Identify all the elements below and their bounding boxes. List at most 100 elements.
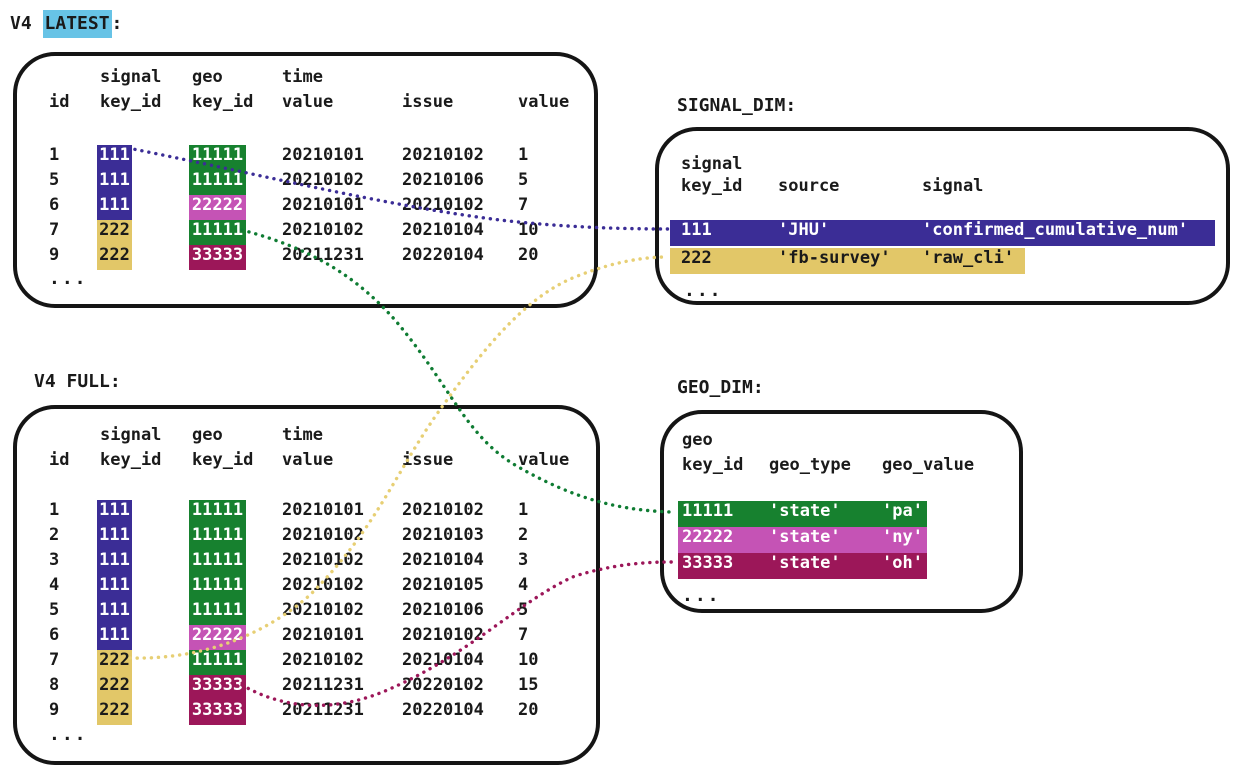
v4-latest-header-value: value <box>518 92 570 112</box>
v4-latest-cell: 20210104 <box>402 220 484 240</box>
v4-full-cell: 5 <box>518 600 529 620</box>
v4-latest-table: signal geo time id key_id key_id value i… <box>13 52 598 308</box>
v4-full-cell: 20210102 <box>282 525 364 545</box>
v4-latest-cell: 10 <box>518 220 539 240</box>
signal-dim-row-111: 111'JHU''confirmed_cumulative_num' <box>670 220 1215 246</box>
v4-latest-header-geo: geo <box>192 67 223 87</box>
v4-full-cell: 9 <box>49 700 60 720</box>
signal-key-cell-111: 111 <box>97 600 132 625</box>
signal-dim-table: signal key_id source signal 111'JHU''con… <box>655 127 1230 305</box>
v4-latest-header-signal: signal <box>100 67 162 87</box>
v4-latest-cell: 20 <box>518 245 539 265</box>
v4-full-cell: 6 <box>49 625 60 645</box>
signal-dim-header-signal-top: signal <box>681 154 743 174</box>
signal-key-cell-222: 222 <box>97 245 132 270</box>
v4-full-cell: 7 <box>49 650 60 670</box>
v4-full-cell: 10 <box>518 650 539 670</box>
v4-latest-header-time-value: value <box>282 92 334 112</box>
v4-full-cell: 1 <box>518 500 529 520</box>
signal-key-cell-111: 111 <box>97 145 132 170</box>
v4-latest-cell: 20210102 <box>402 145 484 165</box>
v4-full-cell: 15 <box>518 675 539 695</box>
geo-dim-geo-value-cell: 'ny' <box>882 527 923 547</box>
geo-key-cell-11111: 11111 <box>189 650 246 675</box>
signal-key-cell-111: 111 <box>97 550 132 575</box>
v4-full-cell: 3 <box>49 550 60 570</box>
v4-full-cell: 20210102 <box>282 600 364 620</box>
v4-latest-cell: 5 <box>49 170 60 190</box>
v4-full-cell: 20220102 <box>402 675 484 695</box>
signal-key-cell-111: 111 <box>97 525 132 550</box>
signal-key-cell-111: 111 <box>97 625 132 650</box>
v4-full-header-time-value: value <box>282 450 334 470</box>
geo-key-cell-22222: 22222 <box>189 625 246 650</box>
v4-full-cell: 1 <box>49 500 60 520</box>
v4-full-cell: 20210102 <box>402 500 484 520</box>
geo-dim-header-geo-type: geo_type <box>769 455 851 475</box>
v4-latest-title-colon: : <box>111 13 123 34</box>
v4-full-cell: 20211231 <box>282 675 364 695</box>
v4-latest-cell: 9 <box>49 245 60 265</box>
signal-dim-source-cell: 'JHU' <box>778 220 830 240</box>
v4-latest-title-highlight: LATEST <box>42 10 112 38</box>
v4-latest-cell: 20210102 <box>282 220 364 240</box>
signal-key-cell-111: 111 <box>97 170 132 195</box>
v4-latest-header-id: id <box>49 92 70 112</box>
signal-dim-header-signal: signal <box>922 176 984 196</box>
v4-full-cell: 20210102 <box>402 625 484 645</box>
signal-dim-row-222: 222'fb-survey''raw_cli' <box>670 248 1025 274</box>
v4-full-cell: 20210102 <box>282 650 364 670</box>
v4-full-header-signal-key-id: key_id <box>100 450 162 470</box>
v4-full-cell: 5 <box>49 600 60 620</box>
geo-dim-geo-type-cell: 'state' <box>769 553 841 573</box>
v4-latest-header-issue: issue <box>402 92 454 112</box>
v4-latest-cell: 20210101 <box>282 145 364 165</box>
v4-full-cell: 20210102 <box>282 575 364 595</box>
v4-latest-cell: 1 <box>49 145 60 165</box>
geo-dim-header-key-id: key_id <box>682 455 744 475</box>
v4-full-cell: 20210103 <box>402 525 484 545</box>
geo-key-cell-11111: 11111 <box>189 550 246 575</box>
geo-dim-geo-type-cell: 'state' <box>769 501 841 521</box>
geo-dim-geo-type-cell: 'state' <box>769 527 841 547</box>
signal-dim-header-key-id: key_id <box>681 176 743 196</box>
v4-full-header-issue: issue <box>402 450 454 470</box>
v4-full-cell: 20210106 <box>402 600 484 620</box>
v4-latest-cell: 20210102 <box>282 170 364 190</box>
signal-key-cell-222: 222 <box>97 700 132 725</box>
signal-key-cell-222: 222 <box>97 220 132 245</box>
geo-key-cell-22222: 22222 <box>189 195 246 220</box>
geo-dim-table: geo key_id geo_type geo_value 11111'stat… <box>660 410 1023 613</box>
v4-full-table: signal geo time id key_id key_id value i… <box>13 405 600 765</box>
v4-full-header-id: id <box>49 450 70 470</box>
signal-key-cell-111: 111 <box>97 575 132 600</box>
signal-dim-key-id-cell: 111 <box>681 220 712 240</box>
signal-key-cell-222: 222 <box>97 650 132 675</box>
geo-dim-row-11111: 11111'state''pa' <box>678 501 927 527</box>
v4-latest-cell: 5 <box>518 170 529 190</box>
v4-latest-title-prefix: V4 <box>10 13 43 34</box>
v4-latest-ellipsis: ... <box>49 268 88 289</box>
v4-full-cell: 2 <box>518 525 529 545</box>
geo-dim-header-geo-top: geo <box>682 430 713 450</box>
geo-dim-ellipsis: ... <box>682 585 721 606</box>
signal-key-cell-222: 222 <box>97 675 132 700</box>
geo-key-cell-33333: 33333 <box>189 675 246 700</box>
v4-latest-cell: 20211231 <box>282 245 364 265</box>
v4-full-cell: 3 <box>518 550 529 570</box>
v4-latest-cell: 20210102 <box>402 195 484 215</box>
geo-dim-title: GEO_DIM: <box>677 377 764 398</box>
geo-key-cell-33333: 33333 <box>189 700 246 725</box>
geo-dim-key-id-cell: 22222 <box>682 527 734 547</box>
geo-dim-row-33333: 33333'state''oh' <box>678 553 927 579</box>
signal-dim-header-source: source <box>778 176 840 196</box>
v4-latest-cell: 7 <box>49 220 60 240</box>
v4-full-cell: 20210104 <box>402 550 484 570</box>
geo-key-cell-11111: 11111 <box>189 575 246 600</box>
v4-full-cell: 4 <box>49 575 60 595</box>
v4-full-cell: 7 <box>518 625 529 645</box>
signal-dim-ellipsis: ... <box>684 280 723 301</box>
geo-key-cell-11111: 11111 <box>189 500 246 525</box>
v4-full-cell: 20210102 <box>282 550 364 570</box>
